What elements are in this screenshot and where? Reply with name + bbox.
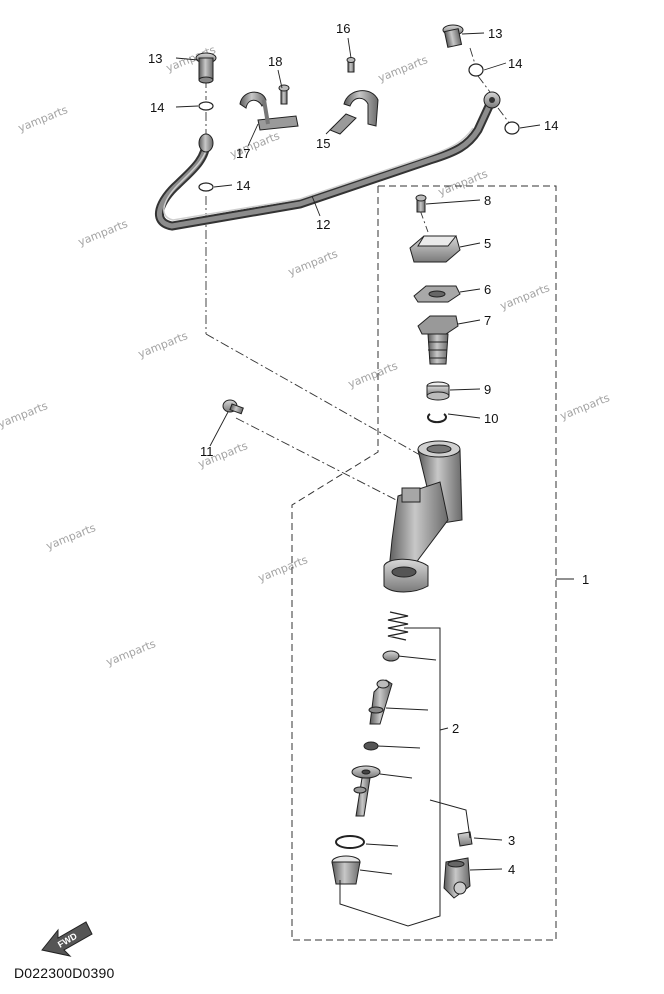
callout-label: 18 xyxy=(268,54,282,69)
callout-label: 11 xyxy=(200,444,214,459)
callout-labels: 13 14 14 18 17 16 15 13 14 14 12 8 5 6 7… xyxy=(148,21,589,877)
callout-label: 10 xyxy=(484,411,498,426)
reservoir-cap xyxy=(409,235,461,263)
callout-label: 7 xyxy=(484,313,491,328)
bolt-11 xyxy=(222,399,244,415)
callout-label: 12 xyxy=(316,217,330,232)
callout-label: 13 xyxy=(488,26,502,41)
float-9 xyxy=(426,381,450,401)
clevis-joint xyxy=(443,857,471,899)
brake-hose xyxy=(155,91,501,231)
nut-3 xyxy=(457,831,473,847)
watermark-text: yamparts xyxy=(104,637,158,669)
diagram-code: D022300D0390 xyxy=(14,965,115,981)
callout-label: 16 xyxy=(336,21,350,36)
callout-label: 13 xyxy=(148,51,162,66)
callout-label: 9 xyxy=(484,382,491,397)
callout-label: 14 xyxy=(544,118,558,133)
screw-18 xyxy=(278,84,290,105)
union-bolt-right xyxy=(442,24,464,48)
watermark-text: yamparts xyxy=(44,521,98,553)
callout-label: 3 xyxy=(508,833,515,848)
kit-2-bracket xyxy=(339,627,471,927)
cup-small xyxy=(382,650,400,662)
callout-label: 6 xyxy=(484,282,491,297)
watermark-text: yamparts xyxy=(256,553,310,585)
watermark-text: yamparts xyxy=(16,103,70,135)
callout-label: 14 xyxy=(150,100,164,115)
union-bolt-left xyxy=(195,52,217,84)
circlip-ring xyxy=(335,835,365,849)
gasket-washers xyxy=(198,63,520,192)
fwd-arrow-icon: FWD xyxy=(41,921,93,957)
cup-large xyxy=(363,741,379,751)
callout-label: 1 xyxy=(582,572,589,587)
master-cylinder-body xyxy=(383,440,463,593)
watermark-text: yamparts xyxy=(136,329,190,361)
assembly-1-outline xyxy=(291,185,557,941)
watermark-text: yamparts xyxy=(558,391,612,423)
hose-holder xyxy=(329,90,379,135)
piston xyxy=(368,679,393,725)
diaphragm-plate xyxy=(413,285,461,303)
watermark-text: yamparts xyxy=(346,359,400,391)
callout-label: 17 xyxy=(236,146,250,161)
leader-lines xyxy=(175,32,574,871)
watermark-text: yamparts xyxy=(498,281,552,313)
watermark-text: yamparts xyxy=(436,167,490,199)
callout-label: 14 xyxy=(508,56,522,71)
bolt-8 xyxy=(415,194,427,213)
diaphragm xyxy=(417,315,459,365)
watermark-text: yamparts xyxy=(286,247,340,279)
callout-label: 5 xyxy=(484,236,491,251)
dust-boot xyxy=(331,855,361,885)
callout-label: 2 xyxy=(452,721,459,736)
watermark-text: yamparts xyxy=(0,399,50,431)
hose-clamp xyxy=(239,91,299,131)
connector-lines xyxy=(205,47,511,506)
watermark-text: yamparts xyxy=(376,53,430,85)
callout-label: 8 xyxy=(484,193,491,208)
callout-label: 4 xyxy=(508,862,515,877)
spring xyxy=(387,611,409,641)
circlip-10 xyxy=(427,413,447,424)
screw-16 xyxy=(346,57,356,73)
callout-label: 14 xyxy=(236,178,250,193)
callout-label: 15 xyxy=(316,136,330,151)
watermark-text: yamparts xyxy=(76,217,130,249)
push-rod xyxy=(351,765,381,817)
watermarks: yamparts yamparts yamparts yamparts yamp… xyxy=(0,43,612,669)
